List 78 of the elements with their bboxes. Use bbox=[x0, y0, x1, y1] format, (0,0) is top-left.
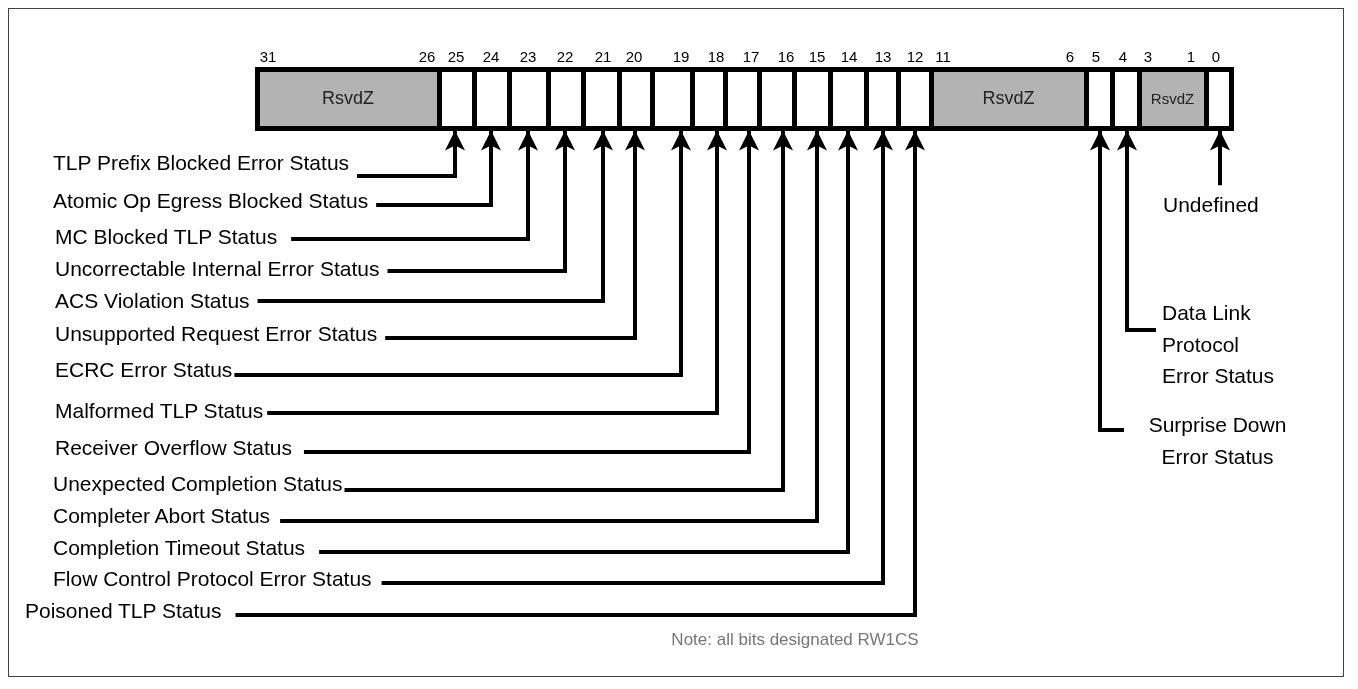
bit-cell bbox=[827, 66, 864, 131]
field-label: Completion Timeout Status bbox=[53, 536, 306, 560]
reserved-field: RsvdZ bbox=[928, 66, 1084, 131]
arrow bbox=[385, 130, 645, 340]
note-text: Note: all bits designated RW1CS bbox=[671, 630, 919, 650]
bit-number: 20 bbox=[625, 47, 643, 65]
field-label: Poisoned TLP Status bbox=[25, 599, 222, 623]
bit-cell bbox=[436, 66, 472, 131]
bit-number: 22 bbox=[556, 47, 574, 65]
field-label: ACS Violation Status bbox=[55, 289, 250, 313]
bit-number: 4 bbox=[1118, 47, 1128, 65]
bit-number: 1 bbox=[1186, 47, 1196, 65]
arrow bbox=[344, 130, 793, 492]
bit-number: 6 bbox=[1065, 47, 1075, 65]
arrow bbox=[280, 130, 827, 523]
arrow bbox=[357, 130, 465, 178]
bit-number: 26 bbox=[418, 47, 436, 65]
bit-number: 18 bbox=[707, 47, 725, 65]
bit-number: 23 bbox=[519, 47, 537, 65]
field-label: MC Blocked TLP Status bbox=[55, 225, 278, 249]
arrow bbox=[291, 130, 538, 241]
field-label: TLP Prefix Blocked Error Status bbox=[53, 151, 350, 175]
field-label: Undefined bbox=[1163, 189, 1259, 221]
arrow bbox=[303, 130, 759, 454]
field-label: Uncorrectable Internal Error Status bbox=[55, 257, 380, 281]
arrow bbox=[234, 130, 691, 377]
field-label: Data Link Protocol Error Status bbox=[1162, 296, 1282, 392]
arrow bbox=[319, 130, 858, 554]
bit-cell bbox=[1109, 66, 1137, 131]
bit-number: 3 bbox=[1143, 47, 1153, 65]
bit-cell bbox=[471, 66, 507, 131]
bit-cell bbox=[649, 66, 690, 131]
bit-cell bbox=[863, 66, 896, 131]
bit-cell bbox=[895, 66, 929, 131]
arrow bbox=[235, 130, 925, 617]
arrow bbox=[1117, 130, 1156, 332]
reserved-field: RsvdZ bbox=[1136, 66, 1204, 131]
arrow bbox=[1090, 130, 1124, 432]
bit-number: 24 bbox=[482, 47, 500, 65]
bit-number: 16 bbox=[777, 47, 795, 65]
field-label: Unexpected Completion Status bbox=[53, 472, 343, 496]
arrow bbox=[387, 130, 575, 273]
field-label: ECRC Error Status bbox=[55, 358, 233, 382]
field-label: Receiver Overflow Status bbox=[55, 436, 292, 460]
arrow bbox=[376, 130, 501, 207]
arrow bbox=[381, 130, 893, 585]
bit-number: 5 bbox=[1091, 47, 1101, 65]
field-label: Malformed TLP Status bbox=[55, 399, 264, 423]
arrow bbox=[1210, 130, 1230, 186]
bit-cell bbox=[616, 66, 650, 131]
bit-cell bbox=[722, 66, 757, 131]
bit-cell bbox=[689, 66, 723, 131]
field-label: Completer Abort Status bbox=[53, 504, 271, 528]
bit-number: 21 bbox=[594, 47, 612, 65]
bit-cell bbox=[756, 66, 792, 131]
bit-cell bbox=[506, 66, 546, 131]
bit-number: 25 bbox=[447, 47, 465, 65]
bit-number: 15 bbox=[808, 47, 826, 65]
bit-number: 31 bbox=[259, 47, 277, 65]
reserved-field: RsvdZ bbox=[254, 66, 437, 131]
bit-number: 14 bbox=[840, 47, 858, 65]
arrow bbox=[267, 130, 727, 415]
field-label: Surprise Down Error Status bbox=[1130, 408, 1305, 472]
bit-number: 11 bbox=[935, 47, 951, 65]
bit-number: 12 bbox=[906, 47, 924, 65]
bit-cell bbox=[1083, 66, 1110, 131]
field-label: Unsupported Request Error Status bbox=[55, 322, 378, 346]
bit-number: 0 bbox=[1211, 47, 1221, 65]
bit-cell bbox=[1203, 66, 1234, 131]
bit-number: 13 bbox=[874, 47, 892, 65]
arrow bbox=[257, 130, 613, 303]
bit-cell bbox=[791, 66, 828, 131]
field-label: Flow Control Protocol Error Status bbox=[53, 567, 372, 591]
bit-number: 19 bbox=[672, 47, 690, 65]
bit-cell bbox=[545, 66, 581, 131]
field-label: Atomic Op Egress Blocked Status bbox=[53, 189, 369, 213]
bit-number: 17 bbox=[742, 47, 760, 65]
bit-cell bbox=[580, 66, 617, 131]
